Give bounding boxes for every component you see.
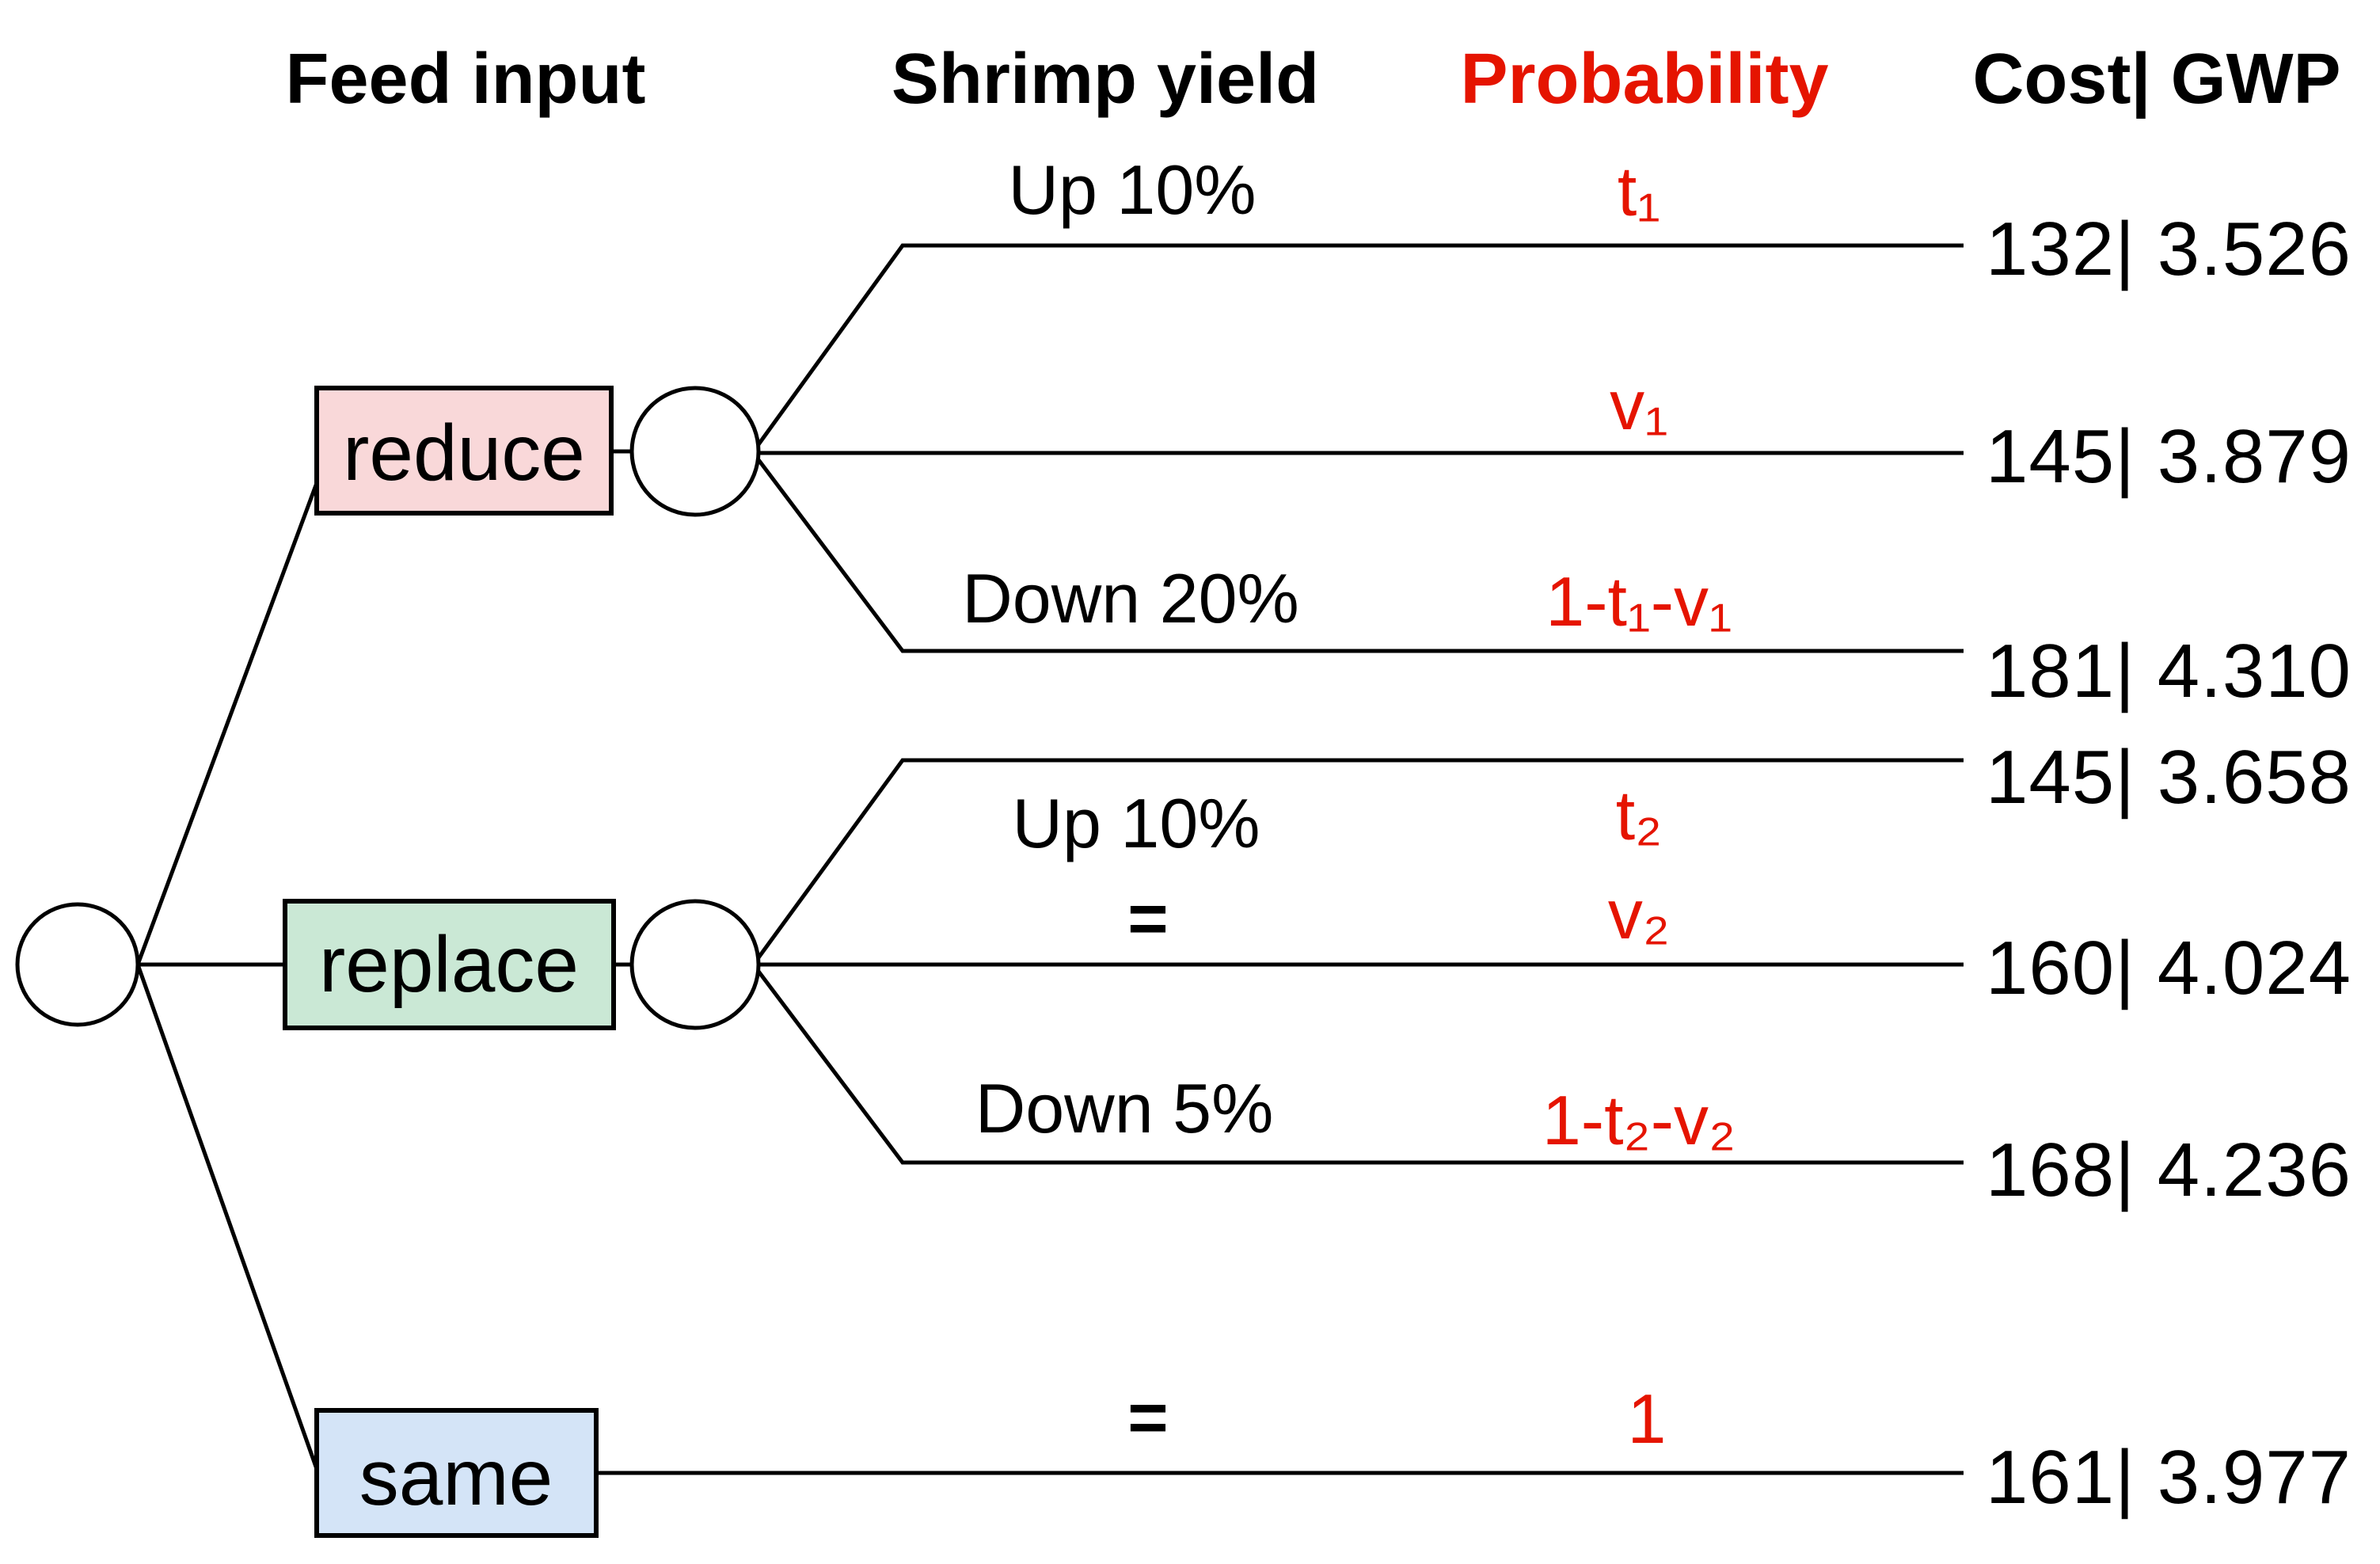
header-shrimp-yield: Shrimp yield [891, 40, 1320, 119]
header-probability: Probability [1460, 40, 1829, 119]
outcome-value-replace-up: 145| 3.658 [1986, 735, 2352, 820]
header-cost-gwp: Cost| GWP [1972, 40, 2341, 119]
yield-label-reduce-up: Up 10% [1008, 150, 1257, 229]
outcome-value-reduce-mid: 145| 3.879 [1986, 414, 2352, 499]
outcome-value-reduce-up: 132| 3.526 [1986, 207, 2352, 291]
branch-line-root-reduce [135, 482, 319, 965]
header-feed-input: Feed input [285, 40, 646, 119]
outcome-value-same: 161| 3.977 [1986, 1435, 2352, 1520]
yield-label-reduce-down: Down 20% [962, 559, 1299, 637]
replace-box [283, 899, 616, 1030]
outcome-value-replace-down: 168| 4.236 [1986, 1128, 2352, 1212]
replace-box-label: replace [319, 920, 579, 1009]
yield-label-replace-down: Down 5% [975, 1069, 1274, 1147]
probability-label-same-1: 1 [1627, 1379, 1667, 1458]
replace-chance-node [629, 899, 761, 1030]
same-box [314, 1408, 599, 1538]
branch-line-replace-up [755, 758, 1964, 961]
root-chance-node [15, 902, 140, 1027]
probability-label-t1: t₁ [1617, 152, 1661, 230]
branch-line-replace-down [755, 968, 1964, 1165]
probability-label-v1: v₁ [1610, 366, 1668, 444]
branch-line-root-same [135, 964, 319, 1470]
probability-label-1-t1-v1: 1-t₁-v₁ [1545, 562, 1732, 641]
probability-label-v2: v₂ [1607, 875, 1671, 953]
outcome-value-replace-mid: 160| 4.024 [1986, 926, 2352, 1010]
reduce-box [314, 386, 614, 516]
probability-label-t2: t₂ [1615, 776, 1663, 854]
reduce-chance-node [629, 386, 761, 517]
yield-label-replace-up: Up 10% [1012, 784, 1260, 862]
probability-label-1-t2-v2: 1-t₂-v₂ [1542, 1081, 1736, 1159]
branch-line-reduce-down [755, 456, 1964, 653]
branch-line-reduce-up [755, 243, 1964, 448]
reduce-box-label: reduce [343, 409, 585, 497]
outcome-value-reduce-down: 181| 4.310 [1986, 629, 2352, 714]
yield-label-replace-equal: = [1127, 879, 1169, 957]
yield-label-same-equal: = [1127, 1378, 1169, 1456]
same-box-label: same [359, 1433, 553, 1522]
